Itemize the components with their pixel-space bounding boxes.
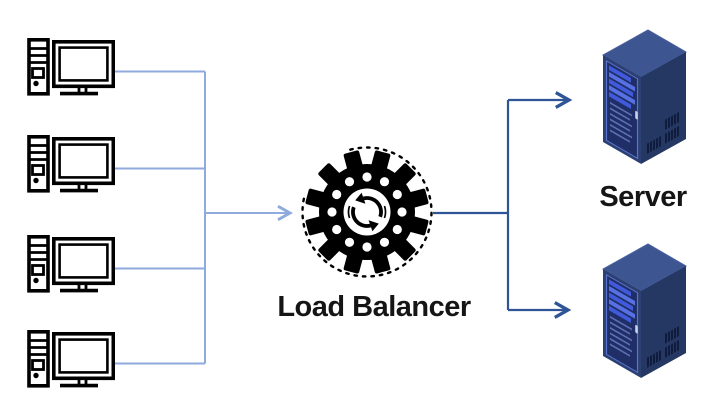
client-computer-icon: [27, 133, 115, 195]
load-balancer-gear-icon: [301, 146, 433, 278]
sync-arrows-icon: [347, 192, 387, 232]
server-connector-lines: [433, 100, 569, 310]
client-computer-icon: [27, 328, 115, 390]
server-icon: [598, 27, 688, 167]
client-computer-icon: [27, 233, 115, 295]
load-balancer-label: Load Balancer: [277, 291, 471, 323]
server-icon: [598, 241, 688, 381]
client-computer-icon: [27, 36, 115, 98]
client-connector-lines: [114, 70, 290, 365]
dashed-circle: [301, 146, 433, 278]
server-label: Server: [599, 181, 687, 213]
